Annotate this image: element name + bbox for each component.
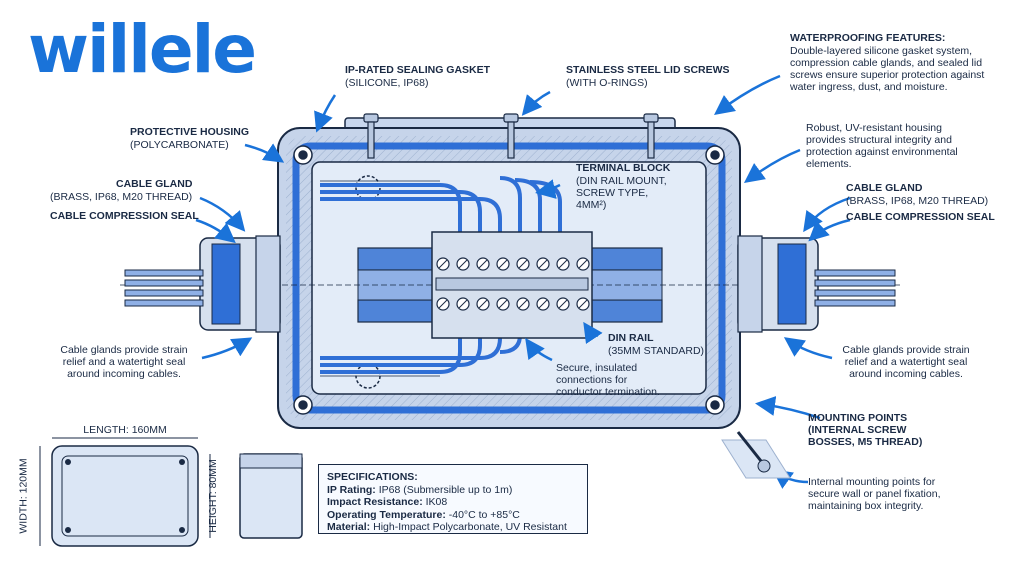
ip-gasket-title: IP-RATED SEALING GASKET — [345, 64, 491, 76]
spec-value: IK08 — [425, 496, 448, 508]
robust-line-1: Robust, UV-resistant housing — [806, 122, 942, 134]
secure-line-3: conductor termination. — [556, 386, 660, 398]
lid-screws-sub: (WITH O-RINGS) — [566, 77, 648, 89]
mounting-title-1: MOUNTING POINTS — [808, 412, 908, 424]
waterproofing-line-2: compression cable glands, and sealed lid — [790, 57, 983, 69]
secure-line-1: Secure, insulated — [556, 362, 638, 374]
spec-ip-rating: IP Rating: IP68 (Submersible up to 1m) — [327, 484, 579, 497]
spec-label: Material: — [327, 521, 371, 533]
strain-left-line-1: Cable glands provide strain — [60, 344, 188, 356]
spec-label: IP Rating: — [327, 483, 376, 496]
cable-seal-left: CABLE COMPRESSION SEAL — [50, 210, 199, 222]
corner-bosses — [293, 145, 725, 415]
terminal-block-line-3: 4MM²) — [576, 199, 607, 211]
cable-gland-right — [737, 235, 896, 333]
strain-right-line-1: Cable glands provide strain — [842, 344, 970, 356]
spec-impact: Impact Resistance: IK08 — [327, 496, 579, 509]
front-dimension-view — [39, 437, 199, 547]
spec-value: IP68 (Submersible up to 1m) — [378, 483, 513, 496]
protective-housing-title: PROTECTIVE HOUSING — [130, 126, 250, 138]
waterproofing-line-4: water ingress, dust, and moisture. — [790, 81, 948, 93]
lid-screws — [363, 113, 659, 159]
terminal-block-line-1: (DIN RAIL MOUNT, — [576, 175, 667, 187]
robust-line-4: elements. — [806, 158, 852, 170]
cable-gland-left-sub: (BRASS, IP68, M20 THREAD) — [50, 191, 193, 203]
cable-gland-right-title: CABLE GLAND — [846, 182, 923, 194]
waterproofing-line-1: Double-layered silicone gasket system, — [790, 45, 973, 57]
terminal-block-title: TERMINAL BLOCK — [576, 162, 671, 174]
spec-value: High-Impact Polycarbonate, UV Resistant — [373, 521, 567, 533]
cable-seal-right: CABLE COMPRESSION SEAL — [846, 211, 995, 223]
ip-gasket-sub: (SILICONE, IP68) — [345, 77, 429, 89]
lid-screws-title: STAINLESS STEEL LID SCREWS — [566, 64, 730, 76]
strain-right-line-3: around incoming cables. — [849, 368, 963, 380]
robust-line-2: provides structural integrity and — [806, 134, 952, 146]
specs-title: SPECIFICATIONS: — [327, 471, 418, 483]
cable-gland-right-sub: (BRASS, IP68, M20 THREAD) — [846, 195, 989, 207]
spec-label: Operating Temperature: — [327, 508, 446, 521]
spec-temperature: Operating Temperature: -40°C to +85°C — [327, 509, 579, 522]
strain-left-line-2: relief and a watertight seal — [62, 356, 186, 368]
mounting-title-3: BOSSES, M5 THREAD) — [808, 436, 923, 448]
mounting-desc-2: secure wall or panel fixation, — [808, 488, 941, 500]
cable-gland-left — [124, 235, 281, 333]
spec-label: Impact Resistance: — [327, 496, 423, 508]
din-rail-title: DIN RAIL — [608, 332, 654, 344]
callout-arrows — [195, 74, 851, 489]
strain-right-line-2: relief and a watertight seal — [844, 356, 968, 368]
width-dimension: WIDTH: 120MM — [17, 458, 30, 534]
waterproofing-line-3: screws ensure superior protection agains… — [790, 69, 985, 81]
willele-logo: willele — [28, 11, 257, 88]
specifications-box: SPECIFICATIONS: IP Rating: IP68 (Submers… — [318, 464, 588, 534]
mounting-desc-3: maintaining box integrity. — [808, 500, 924, 512]
strain-left-line-3: around incoming cables. — [67, 368, 181, 380]
spec-value: -40°C to +85°C — [448, 508, 520, 521]
din-rail-sub: (35MM STANDARD) — [608, 345, 705, 357]
spec-material: Material: High-Impact Polycarbonate, UV … — [327, 521, 579, 534]
mounting-title-2: (INTERNAL SCREW — [808, 424, 907, 436]
mounting-desc-1: Internal mounting points for — [808, 476, 936, 488]
robust-line-3: protection against environmental — [806, 146, 958, 158]
waterproofing-title: WATERPROOFING FEATURES: — [790, 32, 946, 44]
terminal-block — [431, 231, 593, 339]
protective-housing-sub: (POLYCARBONATE) — [130, 139, 229, 151]
secure-line-2: connections for — [556, 374, 628, 386]
terminal-block-line-2: SCREW TYPE, — [576, 187, 649, 199]
side-dimension-view — [209, 453, 303, 539]
length-dimension: LENGTH: 160MM — [83, 424, 167, 436]
height-dimension: HEIGHT: 80MM — [206, 459, 219, 533]
cable-gland-left-title: CABLE GLAND — [116, 178, 193, 190]
mounting-screw-icon — [721, 431, 791, 479]
wires — [320, 176, 562, 374]
